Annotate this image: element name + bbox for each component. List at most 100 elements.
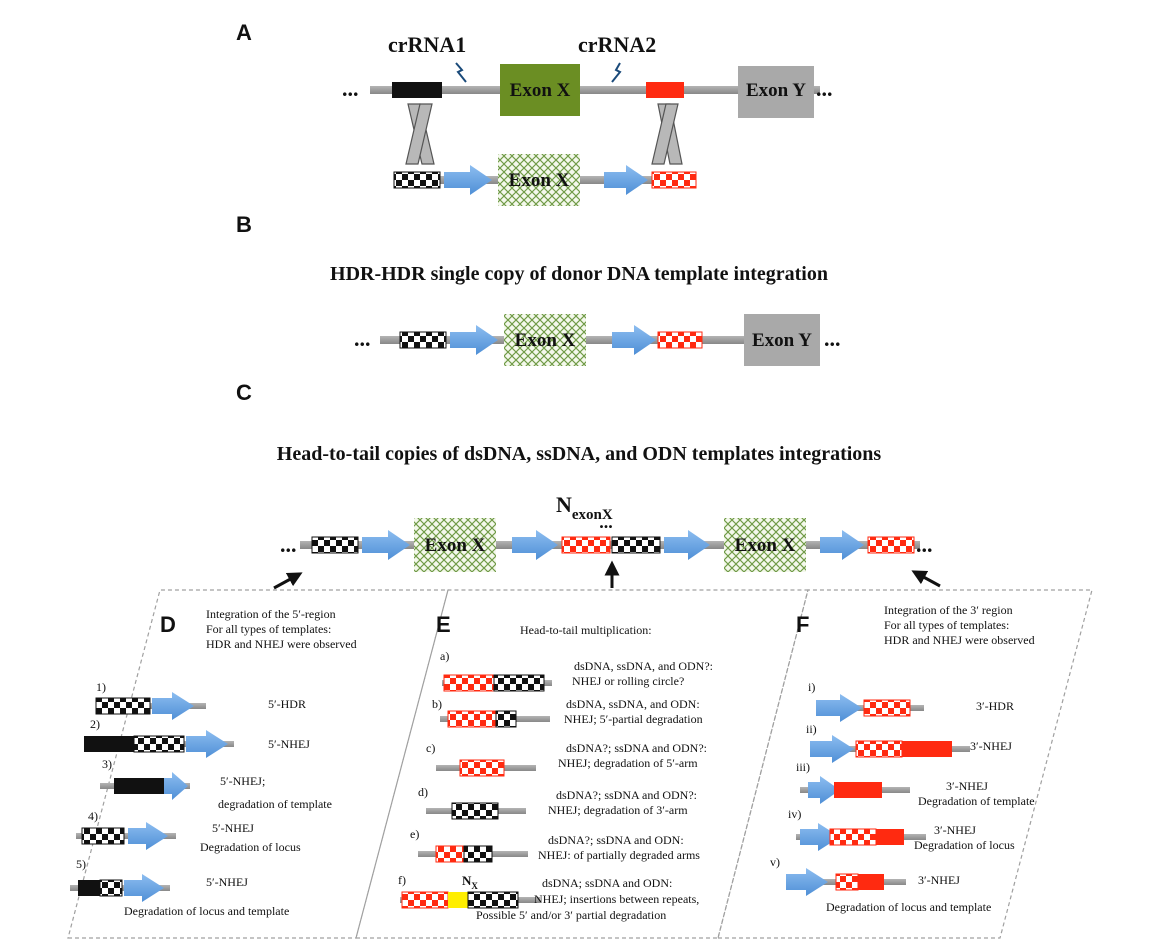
item-fiv-red-arm: [829, 828, 877, 846]
item-fiv-label-1: 3′-NHEJ: [934, 823, 976, 837]
item-d5-black-solid: [78, 880, 100, 896]
arrow-b-2: [612, 325, 656, 355]
ellipsis-right-a: ...: [816, 76, 833, 101]
item-eb-label-2: NHEJ; 5′-partial degradation: [564, 712, 703, 726]
red-homology-arm-a: [646, 82, 684, 98]
locus-line-b: [380, 336, 820, 344]
panel-c-title: Head-to-tail copies of dsDNA, ssDNA, and…: [277, 443, 882, 465]
item-d1-line: [96, 703, 206, 709]
item-fv-red-solid: [858, 874, 884, 890]
item-fiv-id: iv): [788, 807, 801, 821]
item-ea-label-2: NHEJ or rolling circle?: [572, 674, 684, 688]
panel-letter-e: E: [436, 612, 451, 637]
panel-d: D Integration of the 5′-region For all t…: [70, 607, 357, 918]
item-d2-id: 2): [90, 717, 100, 731]
ellipsis-right-b: ...: [824, 326, 841, 351]
item-fiv-label-2: Degradation of locus: [914, 838, 1015, 852]
black-arm-b: [399, 331, 447, 349]
item-d4-label-1: 5′-NHEJ: [212, 821, 254, 835]
item-fii-red-solid: [902, 741, 952, 757]
panel-letter-d: D: [160, 612, 176, 637]
item-d4-black-arm: [81, 827, 125, 845]
item-ef-nx-insertion: [448, 892, 468, 908]
item-fi-arrow: [816, 694, 862, 722]
item-ea-id: a): [440, 649, 449, 663]
item-ed-id: d): [418, 785, 428, 799]
red-arm-c-2: [867, 536, 915, 554]
item-fv-id: v): [770, 855, 780, 869]
item-d1-label-1: 5′-HDR: [268, 697, 306, 711]
panel-e-heading: Head-to-tail multiplication:: [520, 623, 652, 637]
item-fi-id: i): [808, 680, 815, 694]
exon-x-c-1: [414, 518, 496, 572]
donor-exon-x-label-a: Exon X: [509, 170, 570, 191]
item-fiv-arrow: [800, 823, 840, 851]
pointer-arrow-right: [911, 570, 941, 588]
item-fii-label-1: 3′-NHEJ: [970, 739, 1012, 753]
item-ef-red-arm: [401, 891, 449, 909]
item-ed-label-1: dsDNA?; ssDNA and ODN?:: [556, 788, 697, 802]
panel-f: F Integration of the 3′ region For all t…: [770, 603, 1035, 914]
panel-b: HDR-HDR single copy of donor DNA templat…: [330, 263, 841, 366]
item-ec-label-1: dsDNA?; ssDNA and ODN?:: [566, 741, 707, 755]
item-fiii-red-solid: [834, 782, 882, 798]
item-d5-id: 5): [76, 857, 86, 871]
item-eb-black-arm: [495, 710, 517, 728]
arrow-c-4: [820, 530, 864, 560]
item-ed-black-arm: [451, 802, 499, 820]
exon-x-label-a: Exon X: [510, 80, 571, 101]
panel-letter-a: A: [236, 20, 252, 45]
arrow-c-2: [512, 530, 558, 560]
genomic-line-a: [370, 86, 820, 94]
panel-f-heading-2: For all types of templates:: [884, 618, 1009, 632]
ellipsis-left-a: ...: [342, 76, 359, 101]
item-d4-id: 4): [88, 809, 98, 823]
exon-y-label-a: Exon Y: [746, 80, 806, 101]
arrow-c-3: [664, 530, 710, 560]
panel-f-heading-1: Integration of the 3′ region: [884, 603, 1013, 617]
item-fv-arrow: [786, 868, 828, 896]
item-d5-label-1: 5′-NHEJ: [206, 875, 248, 889]
item-fiii-arrow: [808, 776, 840, 804]
pointer-arrow-left: [273, 572, 303, 590]
item-fii-red-arm: [855, 740, 903, 758]
item-ee-label-1: dsDNA?; ssDNA and ODN:: [548, 833, 684, 847]
red-arm-c-1: [561, 536, 611, 554]
item-ec-label-2: NHEJ; degradation of 5′-arm: [558, 756, 698, 770]
crossover-left: [405, 103, 435, 165]
item-ef-nx: NX: [462, 873, 478, 891]
item-ea-black-arm: [493, 674, 545, 692]
item-ef-label-2: NHEJ; insertions between repeats,: [534, 892, 699, 906]
panel-d-heading-3: HDR and NHEJ were observed: [206, 637, 357, 651]
crrna2-cut-icon: [611, 62, 622, 83]
item-fii-arrow: [810, 735, 854, 763]
panel-d-heading-2: For all types of templates:: [206, 622, 331, 636]
item-d2-black-arm: [133, 735, 185, 753]
item-ed-label-2: NHEJ; degradation of 3′-arm: [548, 803, 688, 817]
donor-arrow-a-2: [604, 165, 648, 195]
exon-y-label-b: Exon Y: [752, 330, 812, 351]
item-ef-black-arm: [467, 891, 519, 909]
item-ef-label-3: Possible 5′ and/or 3′ partial degradatio…: [476, 908, 666, 922]
item-d3-id: 3): [102, 757, 112, 771]
panel-f-heading-3: HDR and NHEJ were observed: [884, 633, 1035, 647]
item-ee-id: e): [410, 827, 419, 841]
item-ee-red-arm: [435, 845, 465, 863]
item-fiii-label-1: 3′-NHEJ: [946, 779, 988, 793]
item-d1-id: 1): [96, 680, 106, 694]
red-arm-b: [657, 331, 703, 349]
item-eb-id: b): [432, 697, 442, 711]
item-d4-line: [76, 833, 176, 839]
panel-c: Head-to-tail copies of dsDNA, ssDNA, and…: [273, 443, 941, 590]
panel-letter-c: C: [236, 380, 252, 405]
panel-d-heading-1: Integration of the 5′-region: [206, 607, 336, 621]
ellipsis-left-b: ...: [354, 326, 371, 351]
black-arm-c-1: [311, 536, 359, 554]
ellipsis-right-c: ...: [916, 532, 933, 557]
center-dots-c: ...: [599, 512, 613, 532]
donor-red-arm-a: [651, 171, 697, 189]
item-d3-black-solid: [114, 778, 164, 794]
panel-letter-b: B: [236, 212, 252, 237]
item-ee-black-arm: [463, 845, 493, 863]
